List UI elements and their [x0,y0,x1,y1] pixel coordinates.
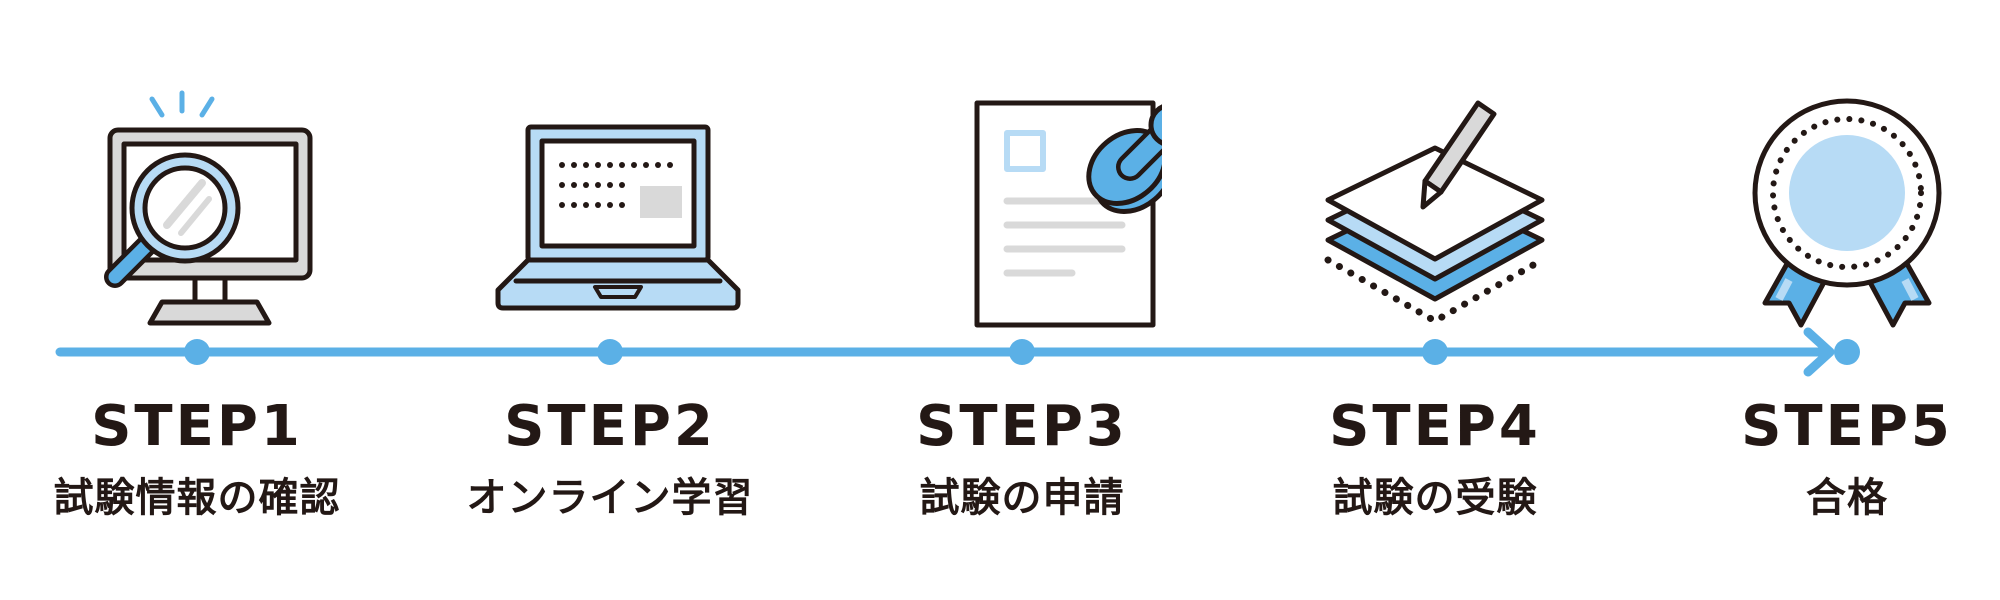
exam-papers-pen-icon [1295,75,1575,335]
step-title: STEP3 [916,394,1128,459]
step-label: 試験の受験 [1332,475,1538,521]
step-1: STEP1 試験情報の確認 [7,0,387,600]
step-title: STEP1 [91,394,303,459]
step-2: STEP2 オンライン学習 [420,0,800,600]
laptop-icon [470,75,750,335]
step-title: STEP4 [1329,394,1541,459]
document-stamp-icon [882,75,1162,335]
monitor-magnifier-icon [57,75,337,335]
step-4: STEP4 試験の受験 [1245,0,1625,600]
step-label: 試験の申請 [919,475,1125,521]
step-3: STEP3 試験の申請 [832,0,1212,600]
step-5: STEP5 合格 [1657,0,2000,600]
award-badge-icon [1707,75,1987,335]
step-title: STEP2 [504,394,716,459]
step-title: STEP5 [1741,394,1953,459]
step-label: 試験情報の確認 [53,475,341,521]
step-label: 合格 [1806,475,1888,521]
step-label: オンライン学習 [466,475,754,521]
